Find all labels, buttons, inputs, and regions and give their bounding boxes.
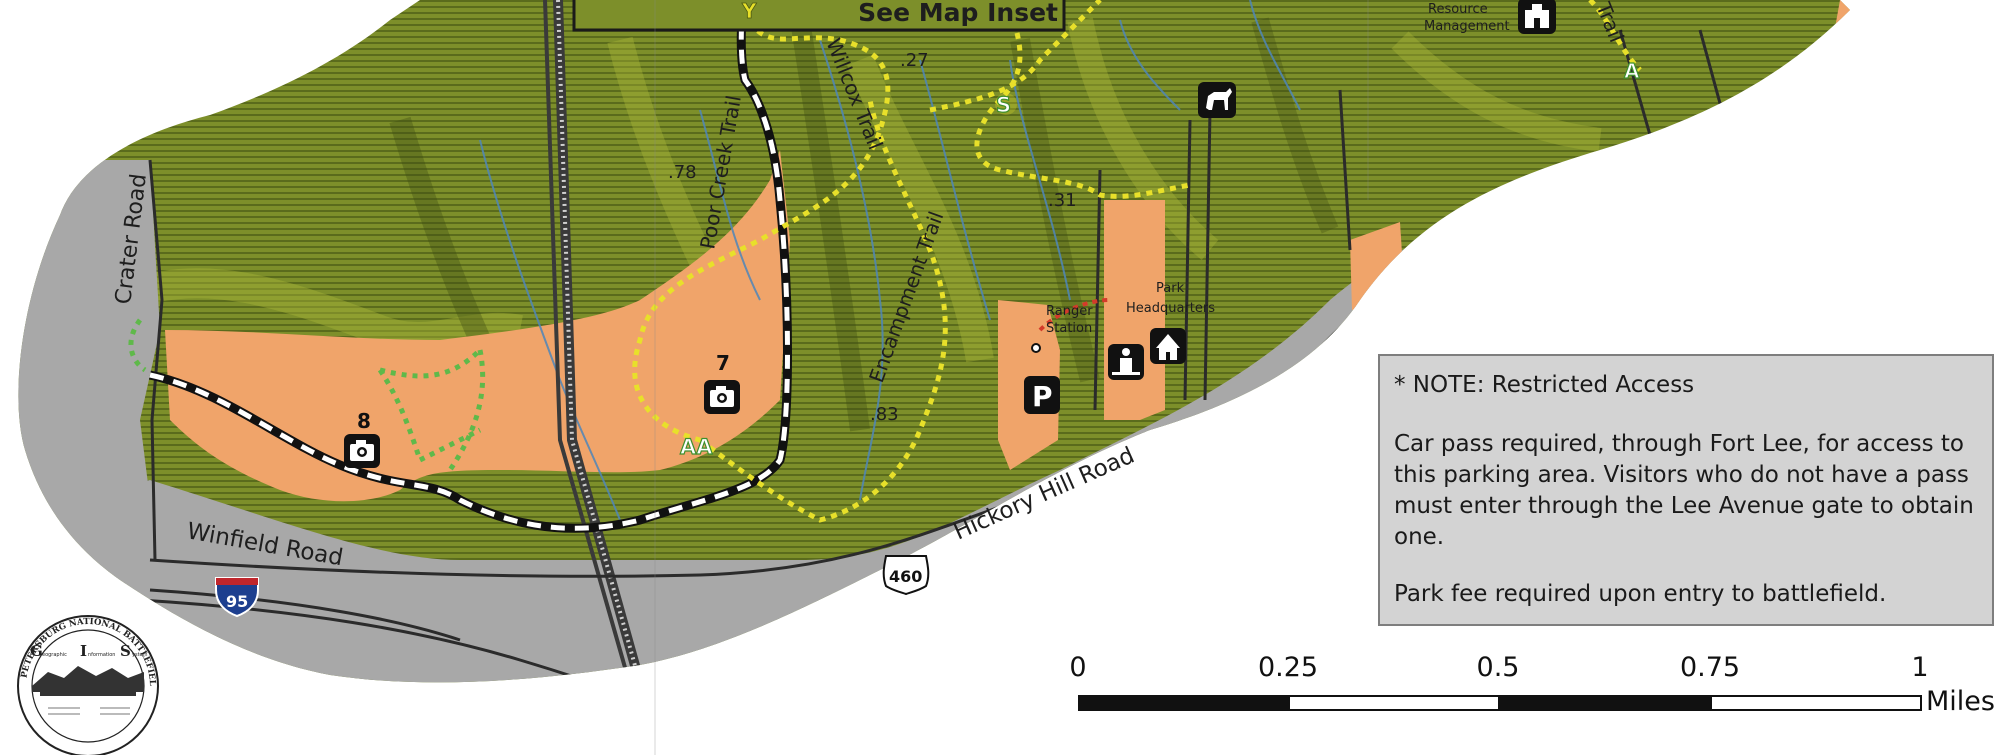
green-trails xyxy=(128,318,486,472)
us-460-shield: 460 xyxy=(882,555,930,596)
scale-bar: 0 0.25 0.5 0.75 1 Miles xyxy=(1069,652,2000,732)
scale-tick-075: 0.75 xyxy=(1679,652,1741,683)
svg-text:A: A xyxy=(1624,59,1640,83)
distance-78: .78 xyxy=(668,162,697,183)
stop-number-8: 8 xyxy=(357,409,371,433)
developed-area-west xyxy=(165,150,790,502)
svg-text:460: 460 xyxy=(889,567,922,586)
distance-83: .83 xyxy=(870,404,899,425)
seal-word-i: nformation xyxy=(88,652,115,658)
map-inset-box[interactable]: See Map Inset xyxy=(572,0,1066,32)
ranger-station-label-1: Ranger xyxy=(1046,304,1093,319)
svg-text:95: 95 xyxy=(226,592,248,611)
distance-27: .27 xyxy=(900,50,929,71)
svg-text:P: P xyxy=(1032,380,1053,413)
camera-icon xyxy=(350,440,374,461)
horse-trail-icon[interactable] xyxy=(1198,82,1236,118)
scale-tick-025: 0.25 xyxy=(1257,652,1319,683)
railroad xyxy=(543,0,665,683)
seal-word-g: eographic xyxy=(42,652,67,658)
note-body: Car pass required, through Fort Lee, for… xyxy=(1394,431,1974,550)
distance-31: .31 xyxy=(1048,190,1077,211)
resource-label-1: Resource xyxy=(1428,2,1488,17)
tour-stop-8[interactable]: 8 xyxy=(344,409,380,468)
restricted-access-note: * NOTE: Restricted Access Car pass requi… xyxy=(1378,354,1994,626)
svg-text:S: S xyxy=(996,93,1011,117)
trail-marker-a[interactable]: A xyxy=(1623,58,1640,83)
scale-units: Miles xyxy=(1926,686,1995,717)
scale-segment xyxy=(1710,695,1922,711)
trail-marker-s[interactable]: S xyxy=(995,92,1017,118)
tour-stop-7[interactable]: 7 xyxy=(704,351,740,414)
note-fee: Park fee required upon entry to battlefi… xyxy=(1394,581,1887,607)
seal-letter-s: S xyxy=(120,642,131,660)
scale-segment xyxy=(1498,695,1711,711)
svg-text:Y: Y xyxy=(741,0,757,23)
park-hq-label-1: Park xyxy=(1156,281,1185,296)
yellow-trails xyxy=(632,0,1642,523)
note-title: * NOTE: Restricted Access xyxy=(1394,372,1695,398)
seal-artwork xyxy=(32,666,144,692)
resource-label-2: Management xyxy=(1424,19,1510,34)
seal-word-s: ystem xyxy=(132,652,148,658)
scale-tick-1: 1 xyxy=(1911,652,1929,683)
scale-tick-05: 0.5 xyxy=(1476,652,1520,683)
crater-road-line xyxy=(148,159,164,561)
tour-road xyxy=(149,0,792,533)
ranger-station-label-2: Station xyxy=(1046,321,1092,336)
camera-icon xyxy=(710,386,734,407)
ranger-station-icon[interactable] xyxy=(1108,344,1144,380)
interstate-95-shield: 95 xyxy=(215,577,259,618)
scale-segment xyxy=(1078,695,1290,711)
gis-seal-logo: PETERSBURG NATIONAL BATTLEFIELD G eograp… xyxy=(8,612,159,755)
seal-letter-g: G xyxy=(30,642,43,660)
stop-number-7: 7 xyxy=(716,351,730,375)
scale-tick-0: 0 xyxy=(1069,652,1087,683)
resource-management-icon[interactable] xyxy=(1518,0,1556,34)
trail-marker-y[interactable]: Y xyxy=(741,0,758,23)
svg-text:AA: AA xyxy=(680,435,713,459)
park-hq-label-2: Headquarters xyxy=(1126,301,1215,316)
scale-end-tick xyxy=(1920,695,1922,711)
inset-label: See Map Inset xyxy=(858,0,1058,27)
trail-marker-aa[interactable]: AA xyxy=(679,434,713,459)
parking-icon[interactable]: P xyxy=(1024,376,1060,414)
headquarters-icon[interactable] xyxy=(1150,328,1186,364)
scale-segment xyxy=(1288,695,1500,711)
seal-letter-i: I xyxy=(80,642,87,660)
